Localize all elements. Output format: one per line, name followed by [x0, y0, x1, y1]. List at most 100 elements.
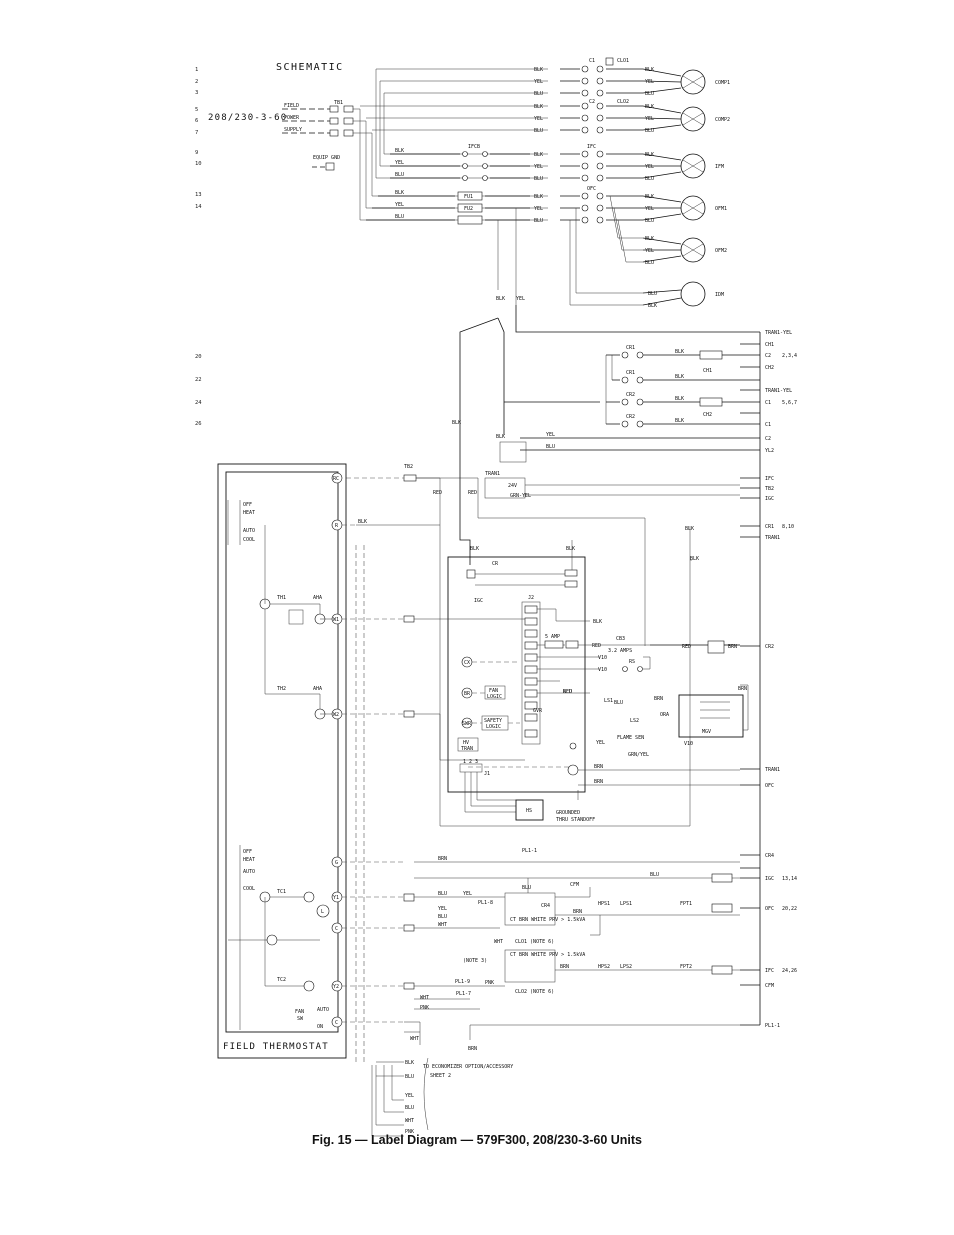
row-number: 13 — [195, 192, 202, 198]
ls1-label: LS1 — [604, 698, 613, 704]
field-power-label-3: SUPPLY — [284, 127, 302, 133]
fan-switch-label: SW — [297, 1016, 304, 1022]
relay-label: CR2 — [626, 392, 635, 398]
bus-terminal-label: IFC — [765, 968, 774, 974]
wire-color-label: BLK — [534, 104, 543, 110]
wire-label-blk: BLK — [452, 420, 461, 426]
bus-terminal-label: TB2 — [765, 486, 774, 492]
wire-end-label: BLU — [645, 260, 654, 266]
anticipator-aha: AHA — [313, 595, 322, 601]
pl1-label: PL1-1 — [522, 848, 537, 854]
grounded-label: THRU STANDOFF — [556, 817, 595, 823]
igc-cr-label: CR — [492, 561, 499, 567]
wire-label-wht: WHT — [438, 922, 447, 928]
system-switch-heat: HEAT — [243, 510, 255, 516]
contactor-tag: IFC — [587, 144, 596, 150]
anticipator-aha: AHA — [313, 686, 322, 692]
fuse-fu1 — [457, 191, 483, 201]
bus-terminal-label: IGC — [765, 876, 774, 882]
note3-label: (NOTE 3) — [463, 958, 487, 964]
drop-label-yel: YEL — [516, 296, 525, 302]
fan-switch-on: ON — [317, 1024, 323, 1030]
tb1-terminal-13 — [329, 129, 339, 137]
bus-terminal-label: YL2 — [765, 448, 774, 454]
wire-color-label: YEL — [395, 160, 404, 166]
row-number: 14 — [195, 204, 202, 210]
bus-ref-label: 24,26 — [782, 968, 797, 974]
hps1-label: HPS1 — [598, 901, 610, 907]
drop-lines: BLK YEL BLK — [452, 208, 760, 565]
ifm-breaker-and-fuses: BLK YEL BLU FU1 FU2 BLK YEL BLU — [366, 148, 530, 225]
motors: COMP1 COMP2 IFM OFM1 OFM2 IDM — [569, 68, 730, 307]
bus-ref-label: 13,14 — [782, 876, 797, 882]
igc-label: IGC — [474, 598, 483, 604]
tb1-terminal-b — [343, 117, 354, 125]
safety-logic-label: SAFETY — [484, 718, 502, 724]
transformer-tran1: TRAN1 24V GRN-YEL TB2 RED RED BLK BLK — [346, 464, 740, 646]
bus-terminal-label: CR4 — [765, 853, 774, 859]
ground-wire-label: GRN/YEL — [628, 752, 649, 758]
bottom-wire-label: YEL — [405, 1093, 414, 1099]
system-switch-heat-2: HEAT — [243, 857, 255, 863]
fan-logic-label: LOGIC — [487, 694, 502, 700]
fan-switch-label: FAN — [295, 1009, 304, 1015]
tran1-label: TRAN1 — [485, 471, 500, 477]
wire-label-wht: WHT — [410, 1036, 419, 1042]
thermostat-l-indicator-icon — [316, 904, 330, 918]
gas-valve-area: RED BRN V10 V10 RS BLU RED LS1 BLU LS2 B… — [563, 640, 749, 747]
row-number: 2 — [195, 79, 198, 85]
igc-led-label: BR — [464, 691, 471, 697]
mgv-label: MGV — [702, 729, 711, 735]
wire-end-label: BLK — [648, 303, 657, 309]
j1-label: J1 — [484, 771, 490, 777]
pl1-label: PL1-7 — [456, 991, 471, 997]
bus-terminal-label: IFC — [765, 476, 774, 482]
wire-label-brn: BRN — [560, 964, 569, 970]
tb1-terminal-12 — [329, 117, 339, 125]
row-number: 20 — [195, 354, 202, 360]
wire-label-blk: BLK — [685, 526, 694, 532]
thermostat-outer-frame — [217, 463, 347, 1059]
voltage-label: 208/230-3-60 — [208, 113, 287, 123]
wire-end-label: BLU — [645, 128, 654, 134]
igc-led-label: SWR — [462, 721, 472, 727]
wire-label-brn: BRN — [468, 1046, 477, 1052]
wire-label-brn: BRN — [438, 856, 447, 862]
cooling-circuit: BLU CFM CR4 CLO1 (NOTE 6) WHT CLO2 (NOTE… — [468, 873, 740, 1052]
tb1-terminal-c — [343, 129, 354, 137]
tran1-primary — [499, 441, 527, 463]
wire-color-label: YEL — [395, 202, 404, 208]
tran1-ground-label: GRN-YEL — [510, 493, 531, 499]
bus-terminal-label: IGC — [765, 496, 774, 502]
bus-terminal-label: CFM — [765, 983, 774, 989]
field-power-label-2: POWER — [284, 115, 300, 121]
wire-label-pnk: PNK — [485, 980, 494, 986]
wire-label-yel: YEL — [596, 740, 605, 746]
wire-end-label: YEL — [645, 79, 654, 85]
bus-ref-label: 8,10 — [782, 524, 794, 530]
wire-label-blu: BLU — [614, 700, 623, 706]
relay-target-label: C1 — [765, 400, 771, 406]
system-switch-cool-2: COOL — [243, 886, 255, 892]
relay-ref-label: 5,6,7 — [782, 400, 797, 406]
contactor-tag: C1 — [589, 58, 595, 64]
wire-label-yel: YEL — [546, 432, 555, 438]
rs-label: RS — [629, 659, 635, 665]
wire-label-yel: YEL — [438, 906, 447, 912]
figure-caption: Fig. 15 — Label Diagram — 579F300, 208/2… — [311, 1133, 642, 1147]
row-number: 22 — [195, 377, 202, 383]
cool-indicator-icon — [303, 891, 315, 903]
wire-label-blu: BLU — [546, 444, 555, 450]
lps2-label: LPS2 — [620, 964, 632, 970]
fuse-fu2 — [457, 203, 483, 213]
schematic-title: SCHEMATIC — [276, 62, 344, 73]
lps1-label: LPS1 — [620, 901, 632, 907]
wire-color-label: BLK — [534, 194, 543, 200]
circuit-breaker-label: CB3 — [616, 636, 625, 642]
wire-color-label: BLK — [534, 152, 543, 158]
wire-color-label: YEL — [534, 164, 543, 170]
bus-ref-label: 20,22 — [782, 906, 797, 912]
wire-label-blu: BLU — [650, 872, 659, 878]
j2-pins — [524, 605, 538, 738]
